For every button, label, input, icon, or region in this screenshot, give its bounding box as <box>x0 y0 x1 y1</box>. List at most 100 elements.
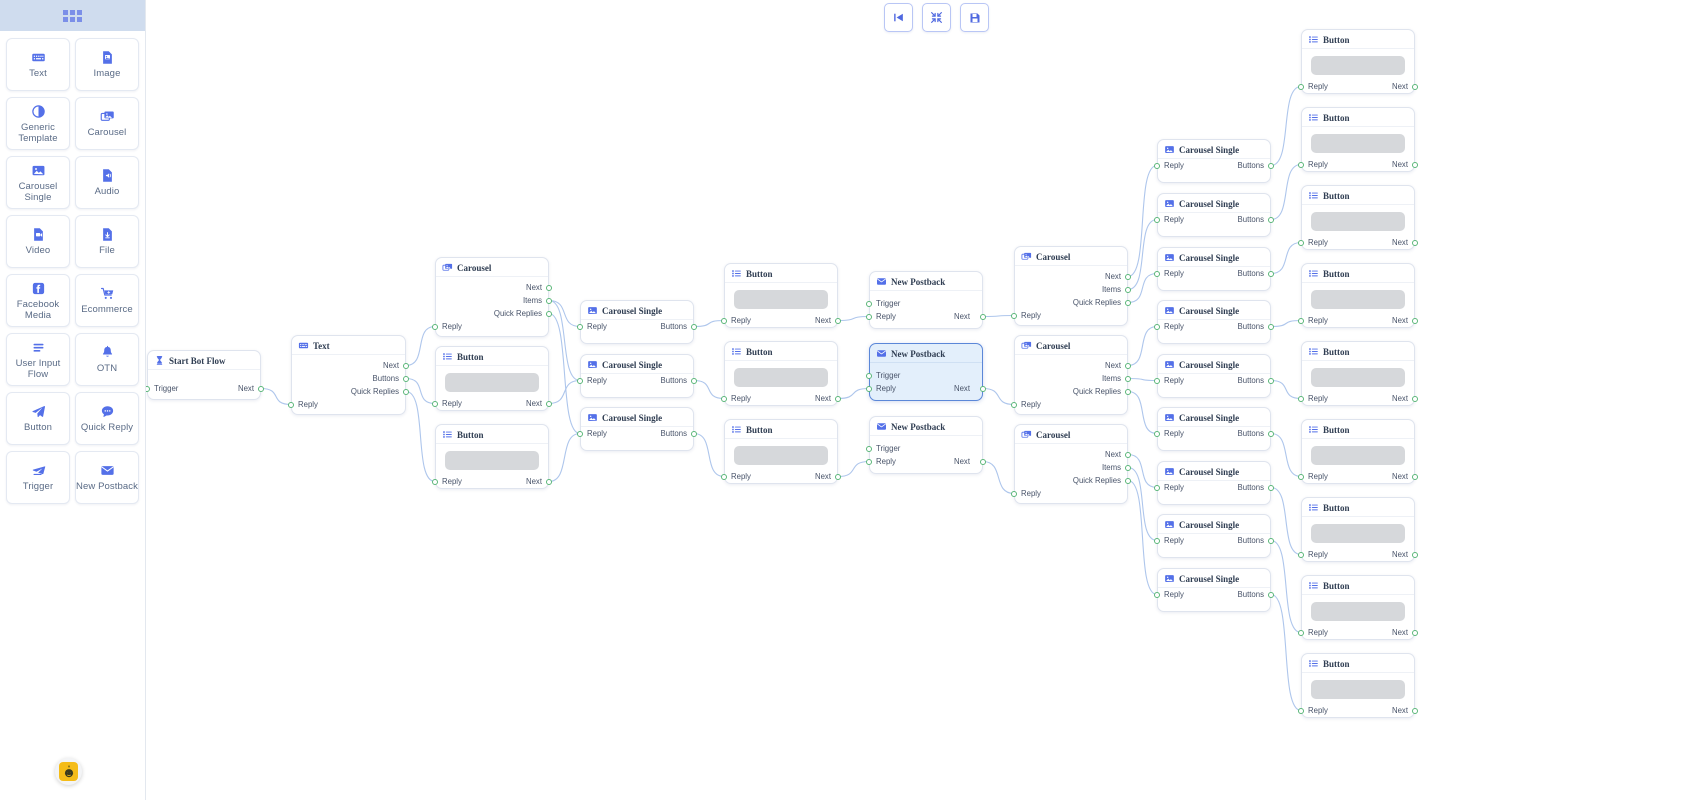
port-out-buttons[interactable] <box>691 377 697 384</box>
palette-item-trigger[interactable]: Trigger <box>6 451 70 504</box>
port-out-next[interactable] <box>980 458 986 465</box>
port-in-reply[interactable] <box>1154 591 1160 598</box>
palette-item-generic-template[interactable]: Generic Template <box>6 97 70 150</box>
palette-item-audio[interactable]: Audio <box>75 156 139 209</box>
port-in-reply[interactable] <box>1154 216 1160 223</box>
port-out-next[interactable] <box>980 313 986 320</box>
port-in-reply[interactable] <box>1011 312 1017 319</box>
port-in-trigger[interactable] <box>866 445 872 452</box>
port-out-next[interactable] <box>1412 707 1418 714</box>
port-out-next[interactable] <box>980 385 986 392</box>
port-in-reply[interactable] <box>721 395 727 402</box>
port-out-buttons[interactable] <box>1268 216 1274 223</box>
palette-item-video[interactable]: Video <box>6 215 70 268</box>
port-in-reply[interactable] <box>1298 551 1304 558</box>
port-out-buttons[interactable] <box>1268 323 1274 330</box>
port-out-next[interactable] <box>1412 83 1418 90</box>
palette-item-carousel[interactable]: Carousel <box>75 97 139 150</box>
fit-to-screen-button[interactable] <box>922 3 951 32</box>
port-out-next[interactable] <box>1125 362 1131 369</box>
port-out-items[interactable] <box>1125 286 1131 293</box>
port-out-next[interactable] <box>1412 395 1418 402</box>
port-in-reply[interactable] <box>1011 490 1017 497</box>
port-out-buttons[interactable] <box>1268 162 1274 169</box>
port-in-reply[interactable] <box>577 323 583 330</box>
port-out-next[interactable] <box>1125 451 1131 458</box>
port-out-next[interactable] <box>1412 551 1418 558</box>
port-out-items[interactable] <box>546 297 552 304</box>
port-in-reply[interactable] <box>288 401 294 408</box>
palette-item-file[interactable]: File <box>75 215 139 268</box>
port-out-next[interactable] <box>1412 317 1418 324</box>
port-in-reply[interactable] <box>866 385 872 392</box>
port-out-next[interactable] <box>258 385 264 392</box>
port-out-next[interactable] <box>403 362 409 369</box>
port-out-quick-replies[interactable] <box>403 388 409 395</box>
port-out-next[interactable] <box>1125 273 1131 280</box>
port-in-reply[interactable] <box>432 323 438 330</box>
bot-mascot-widget-button[interactable] <box>55 758 82 785</box>
port-out-buttons[interactable] <box>691 430 697 437</box>
port-in-reply[interactable] <box>1011 401 1017 408</box>
port-in-reply[interactable] <box>1298 395 1304 402</box>
palette-item-user-input-flow[interactable]: User Input Flow <box>6 333 70 386</box>
port-in-reply[interactable] <box>1154 537 1160 544</box>
port-out-buttons[interactable] <box>1268 591 1274 598</box>
port-out-next[interactable] <box>546 478 552 485</box>
palette-item-new-postback[interactable]: New Postback <box>75 451 139 504</box>
grid-icon[interactable] <box>63 9 82 22</box>
port-out-quick-replies[interactable] <box>546 310 552 317</box>
port-in-reply[interactable] <box>721 473 727 480</box>
port-out-buttons[interactable] <box>1268 484 1274 491</box>
port-out-quick-replies[interactable] <box>1125 299 1131 306</box>
port-out-buttons[interactable] <box>1268 537 1274 544</box>
port-out-buttons[interactable] <box>691 323 697 330</box>
port-in-trigger[interactable] <box>866 300 872 307</box>
port-out-next[interactable] <box>835 395 841 402</box>
palette-item-button[interactable]: Button <box>6 392 70 445</box>
palette-item-image[interactable]: Image <box>75 38 139 91</box>
port-out-quick-replies[interactable] <box>1125 477 1131 484</box>
port-in-reply[interactable] <box>1298 239 1304 246</box>
port-in-reply[interactable] <box>432 400 438 407</box>
port-out-next[interactable] <box>546 284 552 291</box>
palette-item-otn[interactable]: OTN <box>75 333 139 386</box>
port-in-reply[interactable] <box>1154 377 1160 384</box>
port-in-reply[interactable] <box>1154 323 1160 330</box>
palette-item-facebook-media[interactable]: Facebook Media <box>6 274 70 327</box>
port-out-next[interactable] <box>1412 473 1418 480</box>
port-in-reply[interactable] <box>1298 161 1304 168</box>
port-in-reply[interactable] <box>1154 430 1160 437</box>
skip-to-start-button[interactable] <box>884 3 913 32</box>
port-in-reply[interactable] <box>866 458 872 465</box>
port-in-reply[interactable] <box>1298 707 1304 714</box>
port-out-next[interactable] <box>546 400 552 407</box>
palette-item-carousel-single[interactable]: Carousel Single <box>6 156 70 209</box>
port-out-next[interactable] <box>835 317 841 324</box>
port-out-buttons[interactable] <box>1268 430 1274 437</box>
port-out-next[interactable] <box>1412 629 1418 636</box>
